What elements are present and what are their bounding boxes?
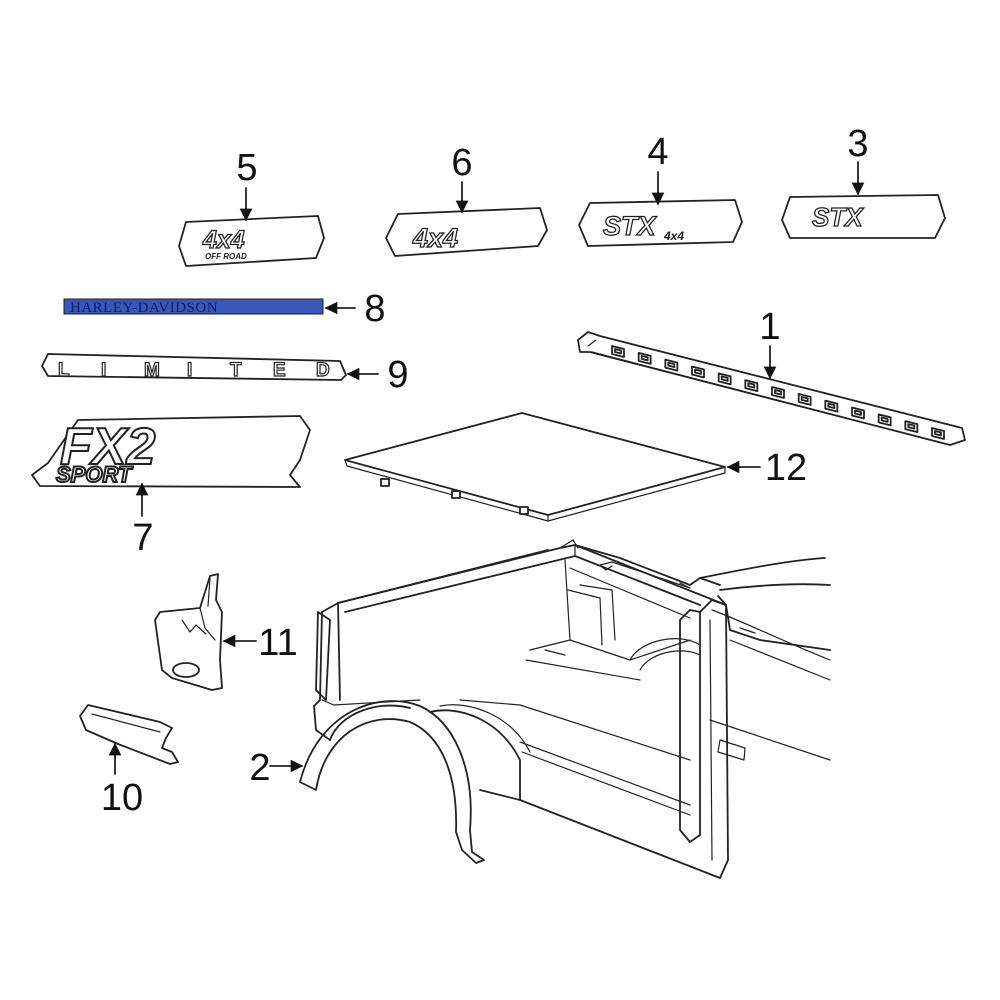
rail-clip (611, 345, 625, 358)
emblem-fx2-sport: FX2 SPORT (31, 415, 311, 488)
mud-flap-hole (172, 662, 200, 678)
rail-clip (744, 379, 759, 393)
leader-lines (108, 161, 865, 775)
rail-clip (877, 413, 892, 427)
fx2-text: FX2 (60, 418, 155, 476)
cover-foot (451, 490, 461, 499)
limited-letter: I (187, 360, 192, 381)
callout-2: 2 (249, 747, 270, 789)
limited-letter: M (144, 360, 160, 381)
callout-11: 11 (258, 622, 297, 664)
bed-rail-cap (577, 331, 966, 446)
rail-clips (611, 345, 945, 440)
callout-9: 9 (387, 354, 408, 396)
emblem-stx-4x4: STX 4x4 (578, 199, 743, 247)
truck-body (313, 539, 831, 879)
sport-text: SPORT (56, 462, 133, 487)
harley-bar (63, 298, 324, 315)
bumper-guard (79, 704, 179, 765)
callout-3: 3 (847, 123, 868, 165)
rail-clip (851, 406, 865, 420)
rail-clip (771, 386, 785, 399)
callout-6: 6 (451, 142, 472, 184)
cover-foot (380, 478, 390, 487)
callout-4: 4 (647, 131, 668, 173)
rail-clip (691, 365, 705, 379)
rail-clip (637, 351, 652, 365)
rail-clip (824, 399, 839, 413)
limited-letter: D (316, 360, 330, 381)
callout-5: 5 (236, 147, 257, 189)
rail-clip (717, 372, 732, 386)
rail-clip (664, 358, 679, 372)
cover-foot (519, 506, 529, 515)
callout-numbers: 3 4 6 5 8 9 1 12 7 11 10 2 (101, 123, 869, 819)
tonneau-cover (344, 412, 726, 522)
emblem-4x4-off-road: 4x4 OFF ROAD (178, 215, 325, 267)
emblem-stx: STX (781, 194, 946, 239)
rail-clip (797, 392, 812, 406)
callout-7: 7 (132, 517, 153, 559)
rail-clip (931, 427, 945, 440)
emblem-off-road-text: OFF ROAD (205, 252, 247, 261)
callout-12: 12 (765, 447, 807, 489)
callout-10: 10 (101, 777, 143, 819)
wheel-molding (299, 700, 485, 864)
emblem-stx-text: STX (812, 202, 864, 232)
limited-letter: I (101, 360, 106, 381)
limited-letter: T (230, 360, 242, 381)
emblem-harley-davidson: HARLEY-DAVIDSON (63, 298, 324, 316)
rail-clip (904, 420, 919, 434)
emblem-4x4-text: 4x4 (412, 223, 458, 253)
callout-1: 1 (759, 306, 780, 348)
emblem-4x4: 4x4 (385, 207, 548, 257)
limited-letter: E (273, 360, 286, 381)
harley-text: HARLEY-DAVIDSON (70, 300, 218, 316)
emblem-stx-4x4-sub: 4x4 (663, 229, 684, 243)
limited-letter: L (58, 360, 70, 381)
mud-flap (154, 573, 223, 691)
callout-8: 8 (364, 288, 385, 330)
emblem-stx-4x4-text: STX (603, 211, 658, 241)
emblem-4x4-off-road-text: 4x4 (202, 226, 245, 254)
